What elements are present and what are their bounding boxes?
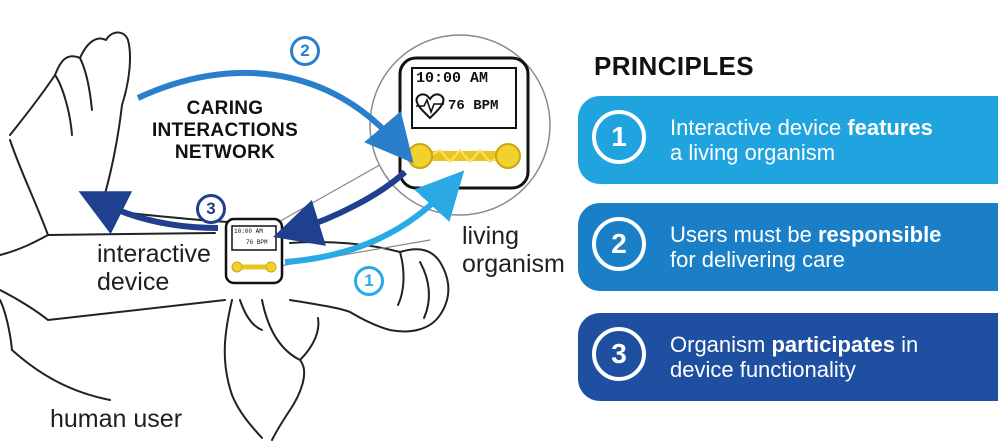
human-user-label: human user (50, 405, 183, 433)
principle-2-number: 2 (592, 217, 646, 271)
principle-3-text: Organism participates in device function… (670, 313, 996, 401)
badge-2: 2 (290, 36, 320, 66)
principles-title: PRINCIPLES (594, 51, 755, 81)
principle-3-text-pre: Organism (670, 332, 772, 357)
arrow-3 (78, 191, 219, 235)
principle-3-text-post: device functionality (670, 357, 856, 382)
principle-2-text: Users must be responsible for delivering… (670, 203, 996, 291)
interactive-device-line-2: device (97, 268, 170, 296)
principle-1-text-pre: Interactive device (670, 115, 848, 140)
organism-zoomed (407, 143, 521, 169)
principle-3-text-inline: in (894, 332, 919, 357)
principle-3: 3 Organism participates in device functi… (578, 313, 998, 401)
zoomed-watch-time: 10:00 AM (416, 70, 489, 87)
interactive-device-line-1: interactive (97, 240, 211, 268)
principle-3-text-bold: participates (771, 332, 895, 357)
living-organism-label: living organism (462, 222, 565, 278)
zoomed-watch-bpm: 76 BPM (448, 98, 499, 114)
arrow-2 (136, 69, 414, 164)
badge-1: 1 (354, 266, 384, 296)
living-organism-line-2: organism (462, 250, 565, 278)
interactive-device-label: interactive device (97, 240, 211, 296)
principle-1-number: 1 (592, 110, 646, 164)
heart-icon (415, 93, 445, 120)
principle-2-text-bold: responsible (817, 222, 942, 247)
arrow-1 (284, 170, 465, 265)
principle-3-number: 3 (592, 327, 646, 381)
network-label: CARING INTERACTIONS NETWORK (150, 98, 300, 164)
badge-3: 3 (196, 194, 226, 224)
small-watch-screen (231, 225, 277, 251)
network-label-line-3: NETWORK (174, 142, 276, 163)
arrow-watch-to-device (273, 169, 408, 246)
principle-2-text-post: for delivering care (670, 247, 845, 272)
small-watch-time: 10:00 AM (234, 228, 263, 235)
heartbeat-icon (416, 97, 444, 115)
network-label-line-2: INTERACTIONS (151, 120, 299, 141)
principle-1-text-post: a living organism (670, 140, 836, 165)
living-organism-line-1: living (462, 222, 519, 250)
organism-small (231, 261, 277, 273)
principle-1-text: Interactive device features a living org… (670, 96, 996, 184)
principle-1: 1 Interactive device features a living o… (578, 96, 998, 184)
principle-2: 2 Users must be responsible for deliveri… (578, 203, 998, 291)
network-label-line-1: CARING (186, 98, 264, 119)
small-watch-bpm: 76 BPM (246, 239, 268, 246)
principle-1-text-bold: features (847, 115, 933, 140)
principle-2-text-pre: Users must be (670, 222, 818, 247)
